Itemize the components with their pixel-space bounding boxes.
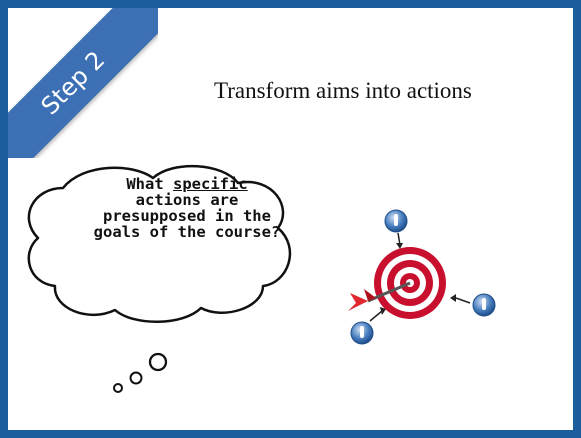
thought-text: What specific actions are presupposed in…	[82, 176, 292, 240]
step-ribbon: Step 2	[8, 8, 158, 158]
thought-line-4: goals of the course?	[93, 223, 281, 241]
thought-bubbles-icon	[113, 352, 168, 393]
thought-line-1-pre: What	[126, 175, 173, 193]
pin-icon-bottom	[350, 307, 386, 345]
thought-line-3: presupposed in the	[103, 207, 271, 225]
dart-icon	[348, 281, 411, 311]
target-icon	[348, 209, 496, 345]
thought-line-2: actions are	[135, 191, 239, 209]
thought-line-1-emphasis: specific	[173, 175, 248, 193]
slide-title: Transform aims into actions	[214, 78, 472, 103]
pin-icon-right	[450, 293, 496, 317]
step-ribbon-label: Step 2	[8, 8, 158, 158]
pin-icon-top	[384, 209, 408, 249]
thought-cloud-icon	[27, 164, 292, 323]
thought-line-1: What specific	[82, 176, 292, 192]
slide: Step 2 Transform aims into actions What …	[8, 8, 573, 430]
